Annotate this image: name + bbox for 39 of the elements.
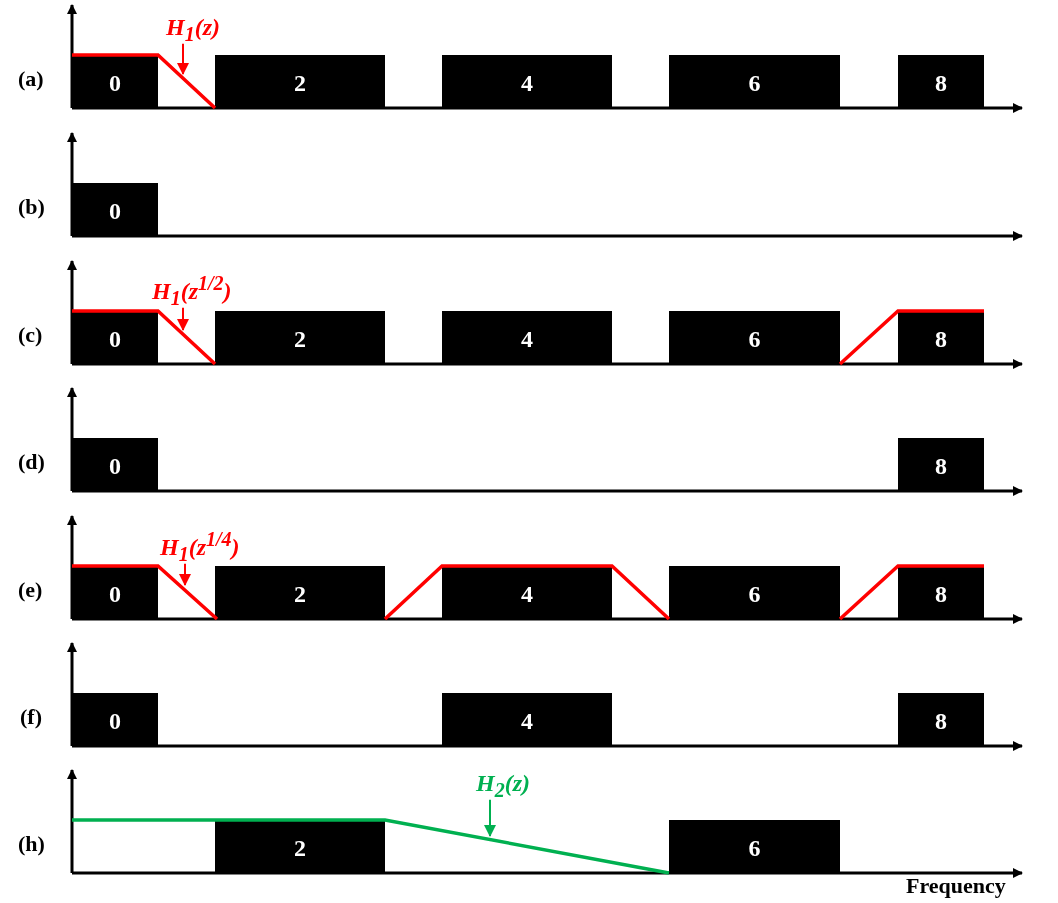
leader-arrow (177, 306, 189, 331)
band-block: 4 (442, 311, 612, 364)
panel-label: (b) (18, 194, 45, 220)
band-block: 6 (669, 566, 840, 619)
band-block: 2 (215, 311, 385, 364)
band-block: 2 (215, 55, 385, 108)
filter-label: H$_{1}$(z$^{1/4}$) (160, 528, 240, 566)
band-block: 0 (72, 183, 158, 236)
band-block: 8 (898, 438, 984, 491)
panel-label: (f) (20, 704, 42, 730)
leader-arrow (179, 562, 191, 586)
panel-label: (e) (18, 577, 43, 603)
band-block: 0 (72, 311, 158, 364)
leader-arrow (177, 42, 189, 75)
band-block: 6 (669, 55, 840, 108)
band-block: 6 (669, 311, 840, 364)
band-block: 2 (215, 566, 385, 619)
panel-label: (c) (18, 322, 43, 348)
band-block: 4 (442, 566, 612, 619)
band-block: 0 (72, 438, 158, 491)
band-block: 8 (898, 311, 984, 364)
band-block: 2 (215, 820, 385, 873)
band-block: 0 (72, 55, 158, 108)
band-block: 8 (898, 566, 984, 619)
band-block: 8 (898, 693, 984, 746)
filter-label: H$_{1}$(z$^{1/2}$) (152, 272, 232, 310)
band-block: 6 (669, 820, 840, 873)
band-block: 4 (442, 693, 612, 746)
panel-label: (a) (18, 66, 44, 92)
leader-arrow (484, 798, 496, 837)
panel-label: (h) (18, 831, 45, 857)
band-block: 0 (72, 693, 158, 746)
filter-label: H$_{1}$(z) (166, 14, 220, 46)
axis-title: Frequency (906, 873, 1006, 899)
band-block: 4 (442, 55, 612, 108)
panel-label: (d) (18, 449, 45, 475)
filter-label: H$_{2}$(z) (476, 770, 530, 802)
band-block: 0 (72, 566, 158, 619)
band-block: 8 (898, 55, 984, 108)
